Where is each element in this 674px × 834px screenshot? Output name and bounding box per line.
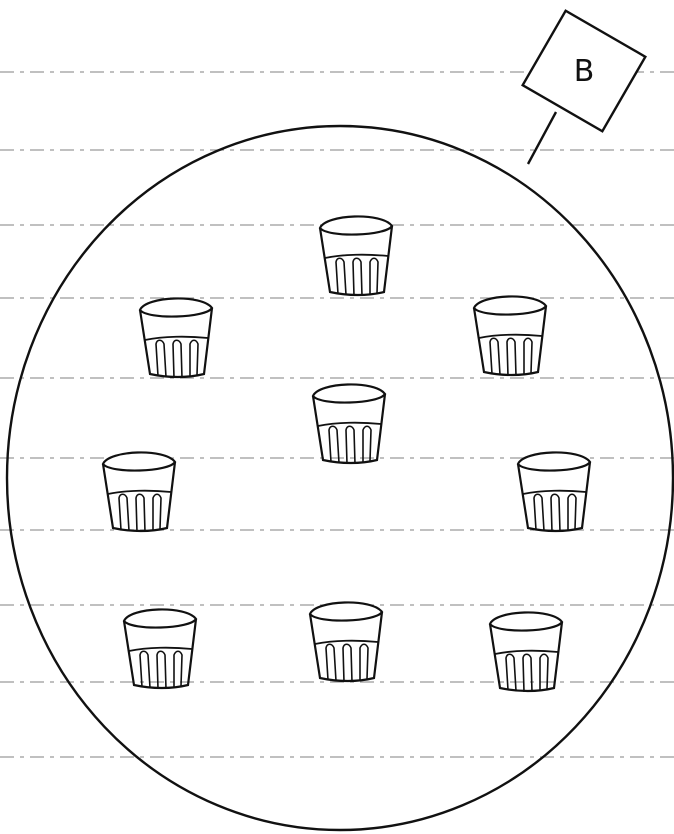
sign-box: B <box>523 11 646 131</box>
cup-upper-right-icon <box>474 296 546 376</box>
cup-upper-left-icon <box>140 298 212 378</box>
cup-middle-left-icon <box>103 452 175 532</box>
cup-top-center-icon <box>320 216 392 296</box>
cup-bottom-right-icon <box>490 612 562 692</box>
cup-bottom-left-icon <box>124 609 196 689</box>
ruled-lines <box>0 72 674 757</box>
cups-group <box>103 216 590 692</box>
cup-middle-right-icon <box>518 452 590 532</box>
cup-center-icon <box>313 384 385 464</box>
cup-bottom-center-icon <box>310 602 382 682</box>
sign-label: B <box>574 54 595 89</box>
sign-post <box>528 112 556 164</box>
